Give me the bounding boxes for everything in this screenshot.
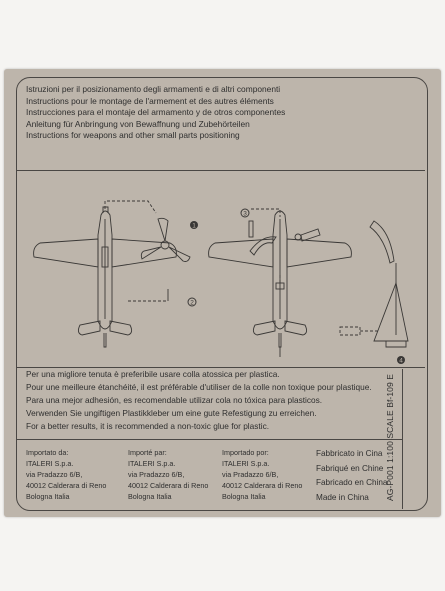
instruction-card: Istruzioni per il posizionamento degli a… xyxy=(4,69,441,517)
importer-city: 40012 Calderara di Reno xyxy=(128,481,209,490)
header-line-es: Instrucciones para el montaje del armame… xyxy=(26,107,286,117)
step-label-3: 3 xyxy=(243,210,247,217)
importer-company: ITALERI S.p.a. xyxy=(222,459,270,468)
importer-company: ITALERI S.p.a. xyxy=(26,459,74,468)
glue-note-en: For a better results, it is recommended … xyxy=(26,421,270,431)
antenna-detail xyxy=(339,220,409,348)
importer-label: Importato da: xyxy=(26,448,69,457)
importer-street: via Pradazzo 6/B, xyxy=(26,470,83,479)
importer-city: 40012 Calderara di Reno xyxy=(222,481,303,490)
step-marker-1 xyxy=(190,221,198,229)
glue-note-it: Per una migliore tenuta è preferibile us… xyxy=(26,369,280,379)
importer-fr: Importé par: ITALERI S.p.a. via Pradazzo… xyxy=(128,447,208,502)
importer-es: Importado por: ITALERI S.p.a. via Pradaz… xyxy=(222,447,302,502)
plane-top-view xyxy=(33,206,177,348)
product-code: AG-P001 1:100 SCALE Bf-109 E xyxy=(385,373,395,501)
header-line-de: Anleitung für Anbringung von Bewaffnung … xyxy=(26,118,250,129)
importer-country: Bologna Italia xyxy=(128,492,172,501)
header-line-fr: Instructions pour le montage de l'armeme… xyxy=(26,95,274,106)
code-divider xyxy=(402,369,403,509)
made-in-block: Fabbricato in Cina Fabriqué en Chine Fab… xyxy=(316,447,387,505)
instructions-header: Istruzioni per il posizionamento degli a… xyxy=(26,84,285,142)
importer-company: ITALERI S.p.a. xyxy=(128,459,176,468)
header-line-en: Instructions for weapons and other small… xyxy=(26,130,240,140)
importer-city: 40012 Calderara di Reno xyxy=(26,481,107,490)
made-in-fr: Fabriqué en Chine xyxy=(316,463,384,473)
importer-country: Bologna Italia xyxy=(222,492,266,501)
importer-it: Importato da: ITALERI S.p.a. via Pradazz… xyxy=(26,447,106,502)
plane-top-view-guns xyxy=(208,210,352,357)
step-label-1: 1 xyxy=(192,222,196,229)
importer-country: Bologna Italia xyxy=(26,492,70,501)
propeller xyxy=(140,217,191,262)
divider-top xyxy=(17,170,425,171)
header-line-it: Istruzioni per il posizionamento degli a… xyxy=(26,84,281,94)
importer-street: via Pradazzo 6/B, xyxy=(222,470,279,479)
card-frame xyxy=(16,77,428,511)
made-in-en: Made in China xyxy=(316,492,369,502)
step-label-2: 2 xyxy=(190,299,194,306)
importer-label: Importado por: xyxy=(222,448,269,457)
step-marker-3 xyxy=(240,208,250,218)
glue-note-de: Verwenden Sie ungiftigen Plastikkleber u… xyxy=(26,408,317,418)
divider-bottom xyxy=(17,439,402,440)
made-in-es: Fabricado en China xyxy=(316,478,388,487)
importer-label: Importé par: xyxy=(128,448,167,457)
step-marker-2 xyxy=(187,297,197,307)
divider-middle xyxy=(17,367,425,368)
assembly-diagram: 1 2 3 4 xyxy=(33,200,409,364)
glue-notes: Per una migliore tenuta è preferibile us… xyxy=(26,368,372,433)
glue-note-es: Para una mejor adhesión, es recomendable… xyxy=(26,395,323,405)
glue-note-fr: Pour une meilleure étanchéité, il est pr… xyxy=(26,382,372,392)
made-in-it: Fabbricato in Cina xyxy=(316,449,383,458)
importer-street: via Pradazzo 6/B, xyxy=(128,470,185,479)
step-marker-4 xyxy=(397,356,405,364)
step-label-4: 4 xyxy=(399,357,403,364)
